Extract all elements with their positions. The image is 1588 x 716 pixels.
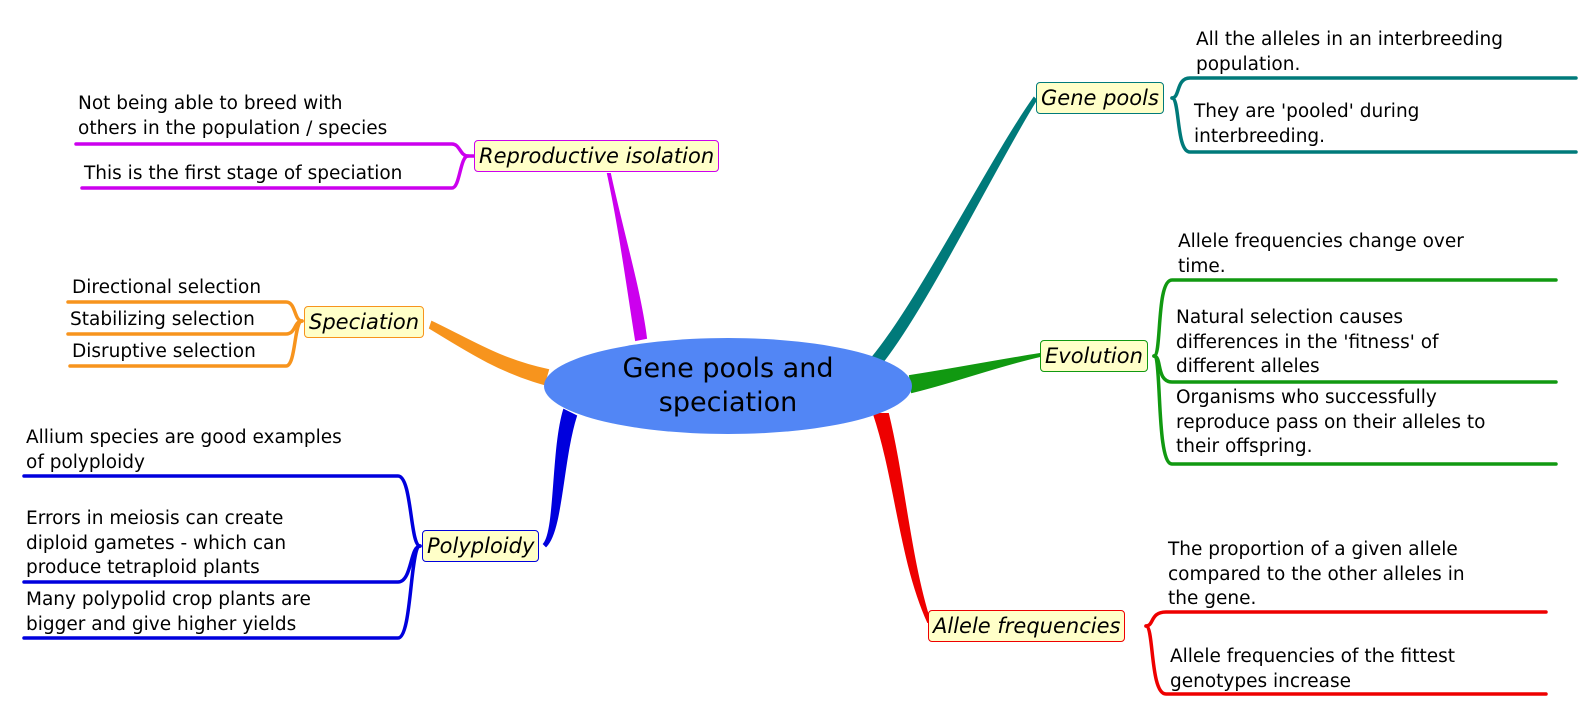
- topic-polyploidy[interactable]: Polyploidy: [422, 530, 540, 562]
- leaf-allele-frequencies-1[interactable]: The proportion of a given allele compare…: [1168, 539, 1465, 609]
- topic-evolution[interactable]: Evolution: [1040, 340, 1148, 372]
- leaf-evolution-3[interactable]: Organisms who successfully reproduce pas…: [1176, 387, 1486, 457]
- leaf-evolution-1[interactable]: Allele frequencies change over time.: [1178, 231, 1464, 277]
- leaf-gene-pools-1[interactable]: All the alleles in an interbreeding popu…: [1196, 29, 1503, 75]
- leaf-underline: [74, 142, 476, 158]
- topic-gene-pools[interactable]: Gene pools: [1036, 82, 1164, 114]
- topic-allele-frequencies[interactable]: Allele frequencies: [928, 610, 1126, 642]
- leaf-polyploidy-2[interactable]: Errors in meiosis can create diploid gam…: [26, 508, 287, 578]
- central-topic[interactable]: Gene pools and speciation: [544, 338, 912, 434]
- leaf-underline: [1144, 624, 1548, 696]
- leaf-underline: [22, 474, 422, 548]
- leaf-reproductive-isolation-2[interactable]: This is the first stage of speciation: [84, 163, 403, 184]
- topic-speciation[interactable]: Speciation: [304, 306, 425, 338]
- leaf-underline: [22, 544, 422, 640]
- leaf-underline: [1170, 96, 1578, 154]
- leaf-speciation-2[interactable]: Stabilizing selection: [70, 309, 255, 330]
- leaf-underline: [68, 319, 304, 368]
- topic-reproductive-isolation[interactable]: Reproductive isolation: [474, 140, 720, 172]
- main-branch-allele-frequencies: [872, 413, 932, 623]
- main-branch-polyploidy: [542, 408, 578, 548]
- allele-frequencies-connectors: [872, 413, 1548, 696]
- main-branch-gene-pools: [870, 96, 1038, 362]
- leaf-underline: [1170, 76, 1578, 100]
- reproductive-isolation-connectors: [74, 142, 648, 342]
- leaf-speciation-3[interactable]: Disruptive selection: [72, 341, 256, 362]
- leaf-underline: [1144, 610, 1548, 628]
- leaf-underline: [1152, 278, 1558, 358]
- leaf-allele-frequencies-2[interactable]: Allele frequencies of the fittest genoty…: [1170, 646, 1455, 692]
- main-branch-evolution: [908, 352, 1041, 394]
- leaf-gene-pools-2[interactable]: They are 'pooled' during interbreeding.: [1194, 101, 1420, 147]
- leaf-underline: [1152, 354, 1558, 466]
- leaf-polyploidy-1[interactable]: Allium species are good examples of poly…: [26, 427, 342, 473]
- main-branch-speciation: [428, 320, 550, 386]
- polyploidy-connectors: [22, 408, 578, 640]
- leaf-polyploidy-3[interactable]: Many polypolid crop plants are bigger an…: [26, 589, 311, 635]
- leaf-reproductive-isolation-1[interactable]: Not being able to breed with others in t…: [78, 93, 388, 139]
- leaf-speciation-1[interactable]: Directional selection: [72, 277, 262, 298]
- leaf-evolution-2[interactable]: Natural selection causes differences in …: [1176, 307, 1439, 377]
- evolution-connectors: [908, 278, 1558, 466]
- leaf-underline: [80, 154, 470, 190]
- main-branch-reproductive-isolation: [606, 173, 648, 342]
